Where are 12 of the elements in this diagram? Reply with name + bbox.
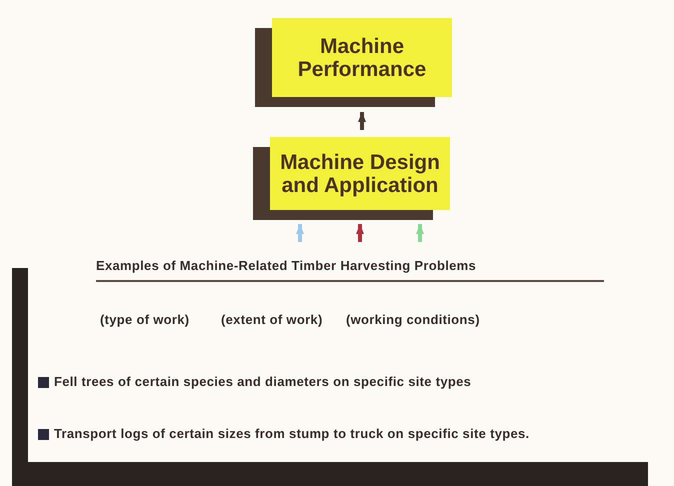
arrow (416, 224, 424, 242)
column-label: (working conditions) (346, 312, 480, 327)
arrow (296, 224, 304, 242)
process-box: Machine Design and Application (270, 137, 450, 210)
process-box: Machine Performance (272, 18, 452, 97)
heading: Examples of Machine-Related Timber Harvesting Problems (96, 258, 476, 273)
column-label: (extent of work) (221, 312, 323, 327)
arrow (356, 224, 364, 242)
problem-text: Fell trees of certain species and diameters on specific site types (54, 374, 472, 389)
column-label: (type of work) (100, 312, 190, 327)
problem-text: Transport logs of certain sizes from stump to truck on specific site types. (54, 426, 530, 441)
arrow (358, 112, 366, 130)
